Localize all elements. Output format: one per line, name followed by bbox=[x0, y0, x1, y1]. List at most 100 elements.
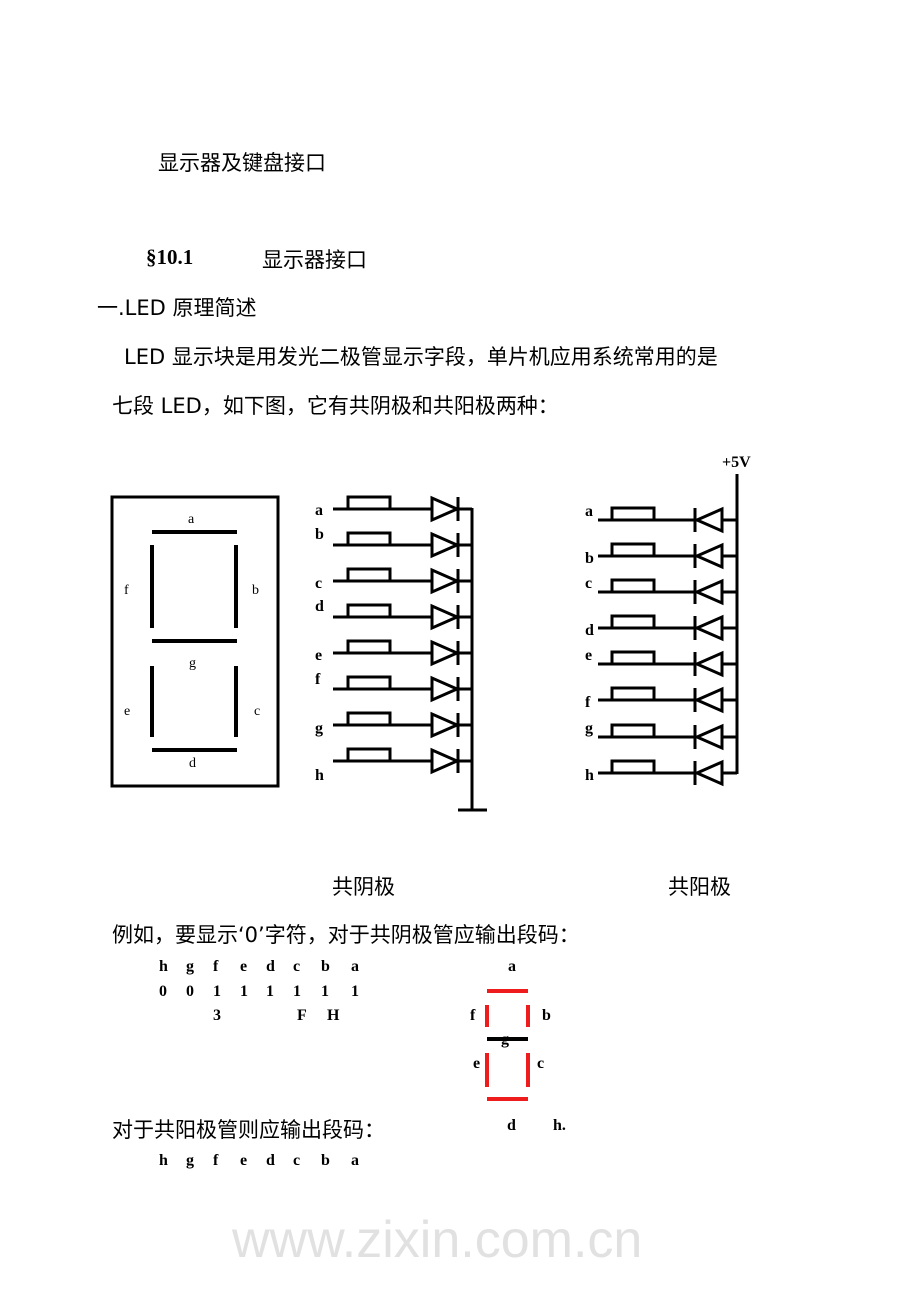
resistor-icon bbox=[346, 675, 392, 691]
pin-label: b bbox=[315, 526, 324, 543]
digit-label-c: c bbox=[537, 1055, 545, 1072]
section-number: §10.1 bbox=[146, 245, 194, 269]
seg-label-c: c bbox=[254, 704, 260, 719]
resistor-icon bbox=[346, 747, 392, 763]
code-cell: h bbox=[159, 1152, 168, 1169]
supply-label: +5V bbox=[722, 454, 751, 471]
anode-branch: c bbox=[585, 575, 737, 606]
hex-low: F bbox=[297, 1007, 307, 1024]
pin-label: g bbox=[585, 720, 593, 737]
resistor-icon bbox=[346, 639, 392, 655]
anode-branch: e bbox=[585, 647, 737, 678]
resistor-icon bbox=[346, 495, 392, 511]
digit-label-b: b bbox=[542, 1007, 551, 1024]
seg-label-d: d bbox=[189, 756, 196, 771]
diode-icon bbox=[430, 711, 461, 739]
code-cell: 1 bbox=[321, 983, 329, 1000]
code-cell: g bbox=[186, 958, 194, 975]
diode-icon bbox=[430, 567, 461, 595]
seg-label-e: e bbox=[124, 704, 130, 719]
pin-label: f bbox=[315, 671, 321, 688]
diode-icon bbox=[693, 759, 724, 787]
code-cell: b bbox=[321, 958, 330, 975]
anode-branch: d bbox=[585, 614, 737, 642]
pin-label: h bbox=[315, 767, 324, 784]
resistor-icon bbox=[346, 531, 392, 547]
code-cell: 1 bbox=[213, 983, 221, 1000]
pin-label: e bbox=[585, 647, 592, 664]
resistor-icon bbox=[610, 650, 656, 666]
cathode-branch: a bbox=[315, 495, 472, 523]
seg-label-f: f bbox=[124, 583, 129, 598]
common-cathode-circuit: ab cd ef g h bbox=[315, 495, 487, 812]
caption-common-cathode: 共阴极 bbox=[332, 875, 395, 899]
heading: 一.LED 原理简述 bbox=[97, 296, 257, 320]
diode-icon bbox=[430, 639, 461, 667]
pin-label: a bbox=[315, 502, 323, 519]
example-text: 例如，要显示‘0’字符，对于共阴极管应输出段码： bbox=[112, 923, 580, 947]
diode-icon bbox=[693, 686, 724, 714]
pin-label: f bbox=[585, 694, 591, 711]
pin-label: b bbox=[585, 550, 594, 567]
pin-label: c bbox=[585, 575, 592, 592]
diode-icon bbox=[693, 542, 724, 570]
paragraph-line-2: 七段 LED，如下图，它有共阴极和共阳极两种： bbox=[112, 394, 559, 418]
resistor-icon bbox=[346, 711, 392, 727]
diode-icon bbox=[430, 675, 461, 703]
digit-label-f: f bbox=[470, 1007, 476, 1024]
diode-icon bbox=[693, 723, 724, 751]
anode-branch: h bbox=[585, 759, 737, 787]
code-cell: f bbox=[213, 958, 219, 975]
cathode-branch: d bbox=[315, 598, 472, 631]
code-cell: a bbox=[351, 1152, 359, 1169]
hex-suffix: H bbox=[327, 1007, 340, 1024]
digit-label-e: e bbox=[473, 1055, 481, 1072]
cathode-branch: e bbox=[315, 639, 472, 667]
code-cell: d bbox=[266, 958, 275, 975]
paragraph-line-1: LED 显示块是用发光二极管显示字段，单片机应用系统常用的是 bbox=[124, 345, 718, 369]
resistor-icon bbox=[610, 723, 656, 739]
diode-icon bbox=[693, 578, 724, 606]
pin-label: d bbox=[585, 622, 594, 639]
diode-icon bbox=[693, 650, 724, 678]
digit-label-g: g bbox=[501, 1031, 509, 1048]
resistor-icon bbox=[346, 603, 392, 619]
resistor-icon bbox=[610, 759, 656, 775]
pin-label: g bbox=[315, 720, 323, 737]
code-cell: f bbox=[213, 1152, 219, 1169]
code-cell: 0 bbox=[159, 983, 167, 1000]
resistor-icon bbox=[610, 578, 656, 594]
seg-label-a: a bbox=[188, 512, 195, 527]
anode-text: 对于共阳极管则应输出段码： bbox=[112, 1118, 385, 1142]
anode-branch: g bbox=[585, 720, 737, 751]
code-cell: c bbox=[293, 958, 301, 975]
cathode-branch: b bbox=[315, 526, 472, 559]
resistor-icon bbox=[610, 614, 656, 630]
diode-icon bbox=[430, 603, 461, 631]
pin-label: c bbox=[315, 575, 322, 592]
diode-icon bbox=[430, 531, 461, 559]
diode-icon bbox=[430, 495, 461, 523]
cathode-branch: g bbox=[315, 711, 472, 739]
digit-label-h: h. bbox=[553, 1117, 566, 1134]
seven-segment-diagram bbox=[110, 495, 280, 788]
diode-icon bbox=[430, 747, 461, 775]
caption-common-anode: 共阳极 bbox=[668, 875, 731, 899]
resistor-icon bbox=[610, 686, 656, 702]
pin-label: e bbox=[315, 647, 322, 664]
code-cell: 1 bbox=[266, 983, 274, 1000]
pin-label: d bbox=[315, 598, 324, 615]
cathode-branch: c bbox=[315, 567, 472, 595]
code-cell: c bbox=[293, 1152, 301, 1169]
code-cell: 1 bbox=[351, 983, 359, 1000]
anode-branch: f bbox=[585, 686, 737, 714]
anode-branch: b bbox=[585, 542, 737, 570]
code-cell: e bbox=[240, 1152, 248, 1169]
code-cell: d bbox=[266, 1152, 275, 1169]
pin-label: a bbox=[585, 503, 593, 520]
code-cell: g bbox=[186, 1152, 194, 1169]
code-cell: h bbox=[159, 958, 168, 975]
diode-icon bbox=[693, 506, 724, 534]
hex-high: 3 bbox=[213, 1007, 221, 1024]
